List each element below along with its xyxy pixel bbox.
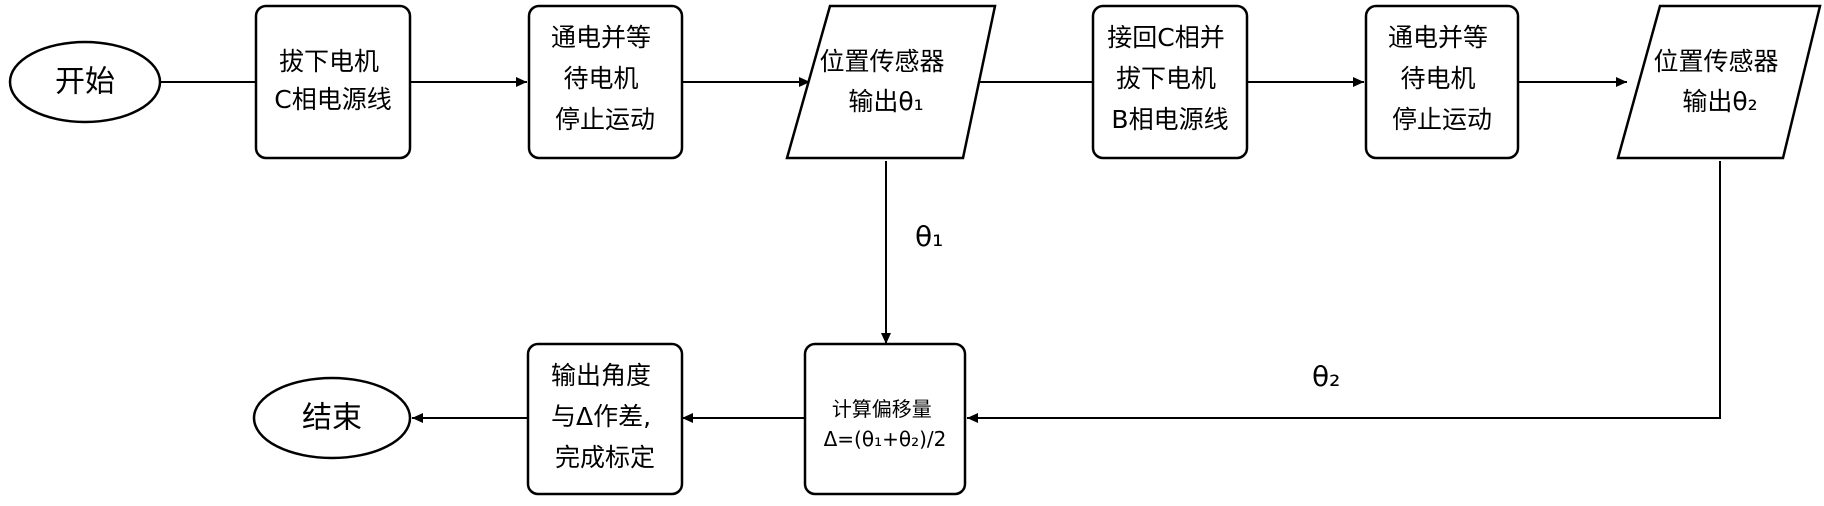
step-power-wait-1-line1: 通电并等 bbox=[551, 23, 651, 52]
io-sensor-output-2: 位置传感器 输出θ₂ bbox=[1616, 4, 1822, 160]
io-sensor-output-1-line2: 输出θ₁ bbox=[848, 87, 923, 116]
svg-text:接回C相并 拔下电机 B相电源线: 接回C相并 拔下电机 B相电源线 bbox=[1107, 23, 1232, 134]
step-power-wait-1-line3: 停止运动 bbox=[555, 105, 655, 134]
step-reconnect-line2: 拔下电机 bbox=[1116, 64, 1216, 93]
svg-text:通电并等 待电机 停止运动: 通电并等 待电机 停止运动 bbox=[1388, 23, 1496, 134]
io-sensor-output-1: 位置传感器 输出θ₁ bbox=[785, 4, 997, 160]
step-output-angle-line3: 完成标定 bbox=[555, 443, 655, 472]
step-power-wait-2-line1: 通电并等 bbox=[1388, 23, 1488, 52]
step-power-wait-1: 通电并等 待电机 停止运动 bbox=[527, 4, 684, 160]
step-unplug-c-line2: C相电源线 bbox=[274, 85, 391, 114]
step-compute-offset-line1: 计算偏移量 bbox=[832, 397, 932, 421]
step-power-wait-1-line2: 待电机 bbox=[564, 64, 639, 93]
step-output-angle: 输出角度 与Δ作差, 完成标定 bbox=[526, 342, 684, 496]
step-output-angle-line2: 与Δ作差, bbox=[551, 402, 651, 431]
edge-sensor2-to-compute bbox=[967, 161, 1721, 423]
edge-label-theta2: θ₂ bbox=[1312, 360, 1340, 393]
step-unplug-c-phase: 拔下电机 C相电源线 bbox=[254, 4, 412, 160]
step-compute-offset-formula: Δ=(θ₁+θ₂)/2 bbox=[824, 427, 947, 451]
end-label: 结束 bbox=[302, 401, 362, 436]
svg-text:计算偏移量 Δ=(θ₁+θ₂)/2: 计算偏移量 Δ=(θ₁+θ₂)/2 bbox=[824, 397, 947, 451]
step-power-wait-2: 通电并等 待电机 停止运动 bbox=[1364, 4, 1520, 160]
svg-text:拔下电机 C相电源线: 拔下电机 C相电源线 bbox=[274, 47, 391, 114]
end-node: 结束 bbox=[252, 376, 412, 460]
io-sensor-output-1-line1: 位置传感器 bbox=[820, 47, 945, 76]
step-reconnect-line1: 接回C相并 bbox=[1107, 23, 1224, 52]
svg-text:位置传感器 输出θ₁: 位置传感器 输出θ₁ bbox=[820, 47, 953, 116]
step-reconnect-c-unplug-b: 接回C相并 拔下电机 B相电源线 bbox=[1091, 4, 1249, 160]
step-compute-offset: 计算偏移量 Δ=(θ₁+θ₂)/2 bbox=[803, 342, 967, 496]
svg-text:位置传感器 输出θ₂: 位置传感器 输出θ₂ bbox=[1654, 47, 1787, 116]
step-output-angle-line1: 输出角度 bbox=[551, 361, 651, 390]
start-label: 开始 bbox=[55, 65, 115, 100]
step-unplug-c-line1: 拔下电机 bbox=[279, 47, 379, 76]
step-power-wait-2-line2: 待电机 bbox=[1401, 64, 1476, 93]
step-reconnect-line3: B相电源线 bbox=[1111, 105, 1228, 134]
edge-label-theta1: θ₁ bbox=[915, 220, 943, 253]
svg-text:输出角度 与Δ作差, 完成标定: 输出角度 与Δ作差, 完成标定 bbox=[551, 361, 659, 472]
io-sensor-output-2-line2: 输出θ₂ bbox=[1682, 87, 1757, 116]
step-power-wait-2-line3: 停止运动 bbox=[1392, 105, 1492, 134]
svg-text:通电并等 待电机 停止运动: 通电并等 待电机 停止运动 bbox=[551, 23, 659, 134]
start-node: 开始 bbox=[8, 40, 162, 124]
io-sensor-output-2-line1: 位置传感器 bbox=[1654, 47, 1779, 76]
